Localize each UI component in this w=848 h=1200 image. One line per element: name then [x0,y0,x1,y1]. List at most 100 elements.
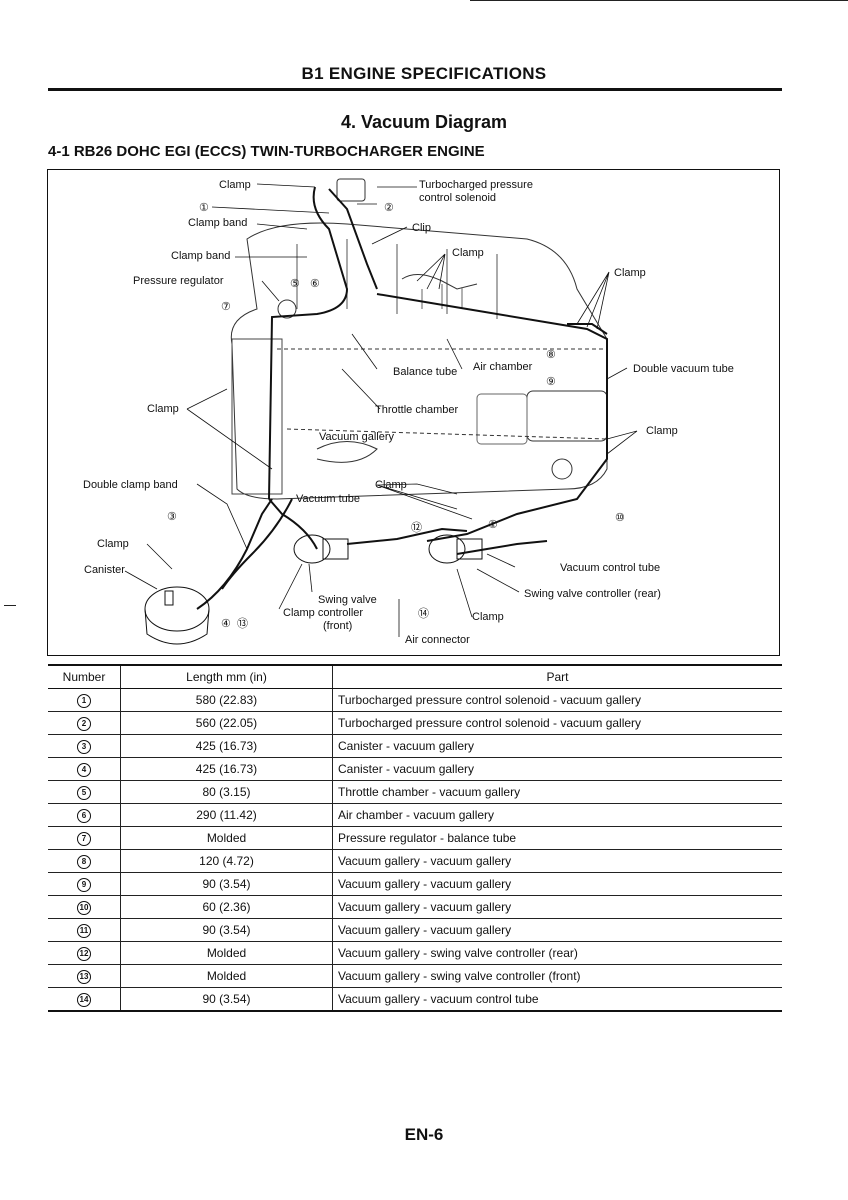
circled-number: 5 [77,786,91,800]
row-part-cell: Vacuum gallery - vacuum gallery [332,849,782,873]
callout-10: ⑩ [615,512,625,524]
row-length-cell: Molded [120,964,333,988]
label-canister: Canister [84,564,125,576]
row-number-cell: 8 [48,849,121,873]
circled-number: 13 [77,970,91,984]
circled-number: 1 [77,694,91,708]
row-number-cell: 12 [48,941,121,965]
row-part-cell: Vacuum gallery - vacuum gallery [332,895,782,919]
header-part: Part [332,665,782,689]
row-length-cell: 425 (16.73) [120,734,333,758]
row-number-cell: 6 [48,803,121,827]
label-clamp: Clamp [97,538,129,550]
table-row: 4 425 (16.73)Canister - vacuum gallery [48,757,782,781]
label-balance-tube: Balance tube [393,366,457,378]
table-row: 5 80 (3.15)Throttle chamber - vacuum gall… [48,780,782,804]
callout-12: ⑫ [411,521,422,534]
header-number: Number [48,665,121,689]
label-air-connector: Air connector [405,634,470,646]
row-part-cell: Vacuum gallery - swing valve controller … [332,964,782,988]
table-row: 9 90 (3.54)Vacuum gallery - vacuum galler… [48,872,782,896]
callout-6: ⑥ [310,278,320,290]
label-clip: Clip [412,222,431,234]
canister [144,586,210,645]
callout-5: ⑤ [290,278,300,290]
label-pressure-regulator: Pressure regulator [133,275,224,287]
label-clamp: Clamp [646,425,678,437]
row-number-cell: 9 [48,872,121,896]
row-number-cell: 2 [48,711,121,735]
circled-number: 11 [77,924,91,938]
margin-mark [4,605,16,606]
label-clamp: Clamp [614,267,646,279]
callout-1: ① [199,202,209,214]
row-length-cell: 90 (3.54) [120,872,333,896]
label-throttle-chamber: Throttle chamber [375,404,458,416]
circled-number: 14 [77,993,91,1007]
diagram-frame [47,169,780,656]
row-length-cell: 80 (3.15) [120,780,333,804]
row-part-cell: Turbocharged pressure control solenoid -… [332,711,782,735]
callout-4: ④ [221,618,231,630]
callout-3: ③ [167,511,177,523]
label-turbo-solenoid: Turbocharged pressure [419,179,533,191]
callout-9: ⑨ [546,376,556,388]
circled-number: 2 [77,717,91,731]
circled-number: 10 [77,901,91,915]
row-part-cell: Vacuum gallery - swing valve controller … [332,941,782,965]
row-length-cell: 425 (16.73) [120,757,333,781]
label-clamp: Clamp [452,247,484,259]
label-clamp: Clamp [147,403,179,415]
row-number-cell: 11 [48,918,121,942]
label-clamp-controller: Clamp controller [283,607,363,619]
callout-14: ⑭ [418,607,429,620]
label-clamp: Clamp [472,611,504,623]
label-vacuum-control-tube: Vacuum control tube [560,562,660,574]
row-number-cell: 7 [48,826,121,850]
vacuum-diagram: Clamp Clamp band Clamp band Pressure reg… [83,178,734,646]
page-header-title: B1 ENGINE SPECIFICATIONS [301,64,547,83]
vacuum-hoses [196,186,608,610]
label-swing-valve-controller-rear: Swing valve controller (rear) [524,588,661,600]
subsection-title: 4-1 RB26 DOHC EGI (ECCS) TWIN-TURBOCHARG… [48,143,485,160]
row-number-cell: 14 [48,987,121,1012]
row-part-cell: Pressure regulator - balance tube [332,826,782,850]
row-length-cell: 290 (11.42) [120,803,333,827]
row-number-cell: 1 [48,688,121,712]
section-title: 4. Vacuum Diagram [340,112,508,132]
row-part-cell: Air chamber - vacuum gallery [332,803,782,827]
circled-number: 9 [77,878,91,892]
row-part-cell: Canister - vacuum gallery [332,757,782,781]
circled-number: 12 [77,947,91,961]
callout-7: ⑦ [221,301,231,313]
row-length-cell: 60 (2.36) [120,895,333,919]
row-length-cell: 90 (3.54) [120,918,333,942]
table-row: 14 90 (3.54)Vacuum gallery - vacuum contr… [48,987,782,1012]
callout-11: ① [488,519,498,531]
label-turbo-solenoid-2: control solenoid [419,192,496,204]
row-part-cell: Vacuum gallery - vacuum control tube [332,987,782,1012]
row-number-cell: 3 [48,734,121,758]
leader-lines [124,183,638,637]
callout-8: ⑧ [546,349,556,361]
circled-number: 8 [77,855,91,869]
label-clamp: Clamp [375,479,407,491]
row-length-cell: 90 (3.54) [120,987,333,1012]
circled-number: 4 [77,763,91,777]
callout-13: ⑬ [237,617,248,630]
row-part-cell: Throttle chamber - vacuum gallery [332,780,782,804]
label-clamp: Clamp [219,179,251,191]
row-part-cell: Vacuum gallery - vacuum gallery [332,872,782,896]
row-length-cell: Molded [120,826,333,850]
row-length-cell: Molded [120,941,333,965]
circled-number: 7 [77,832,91,846]
label-swing-valve: Swing valve [318,594,377,606]
